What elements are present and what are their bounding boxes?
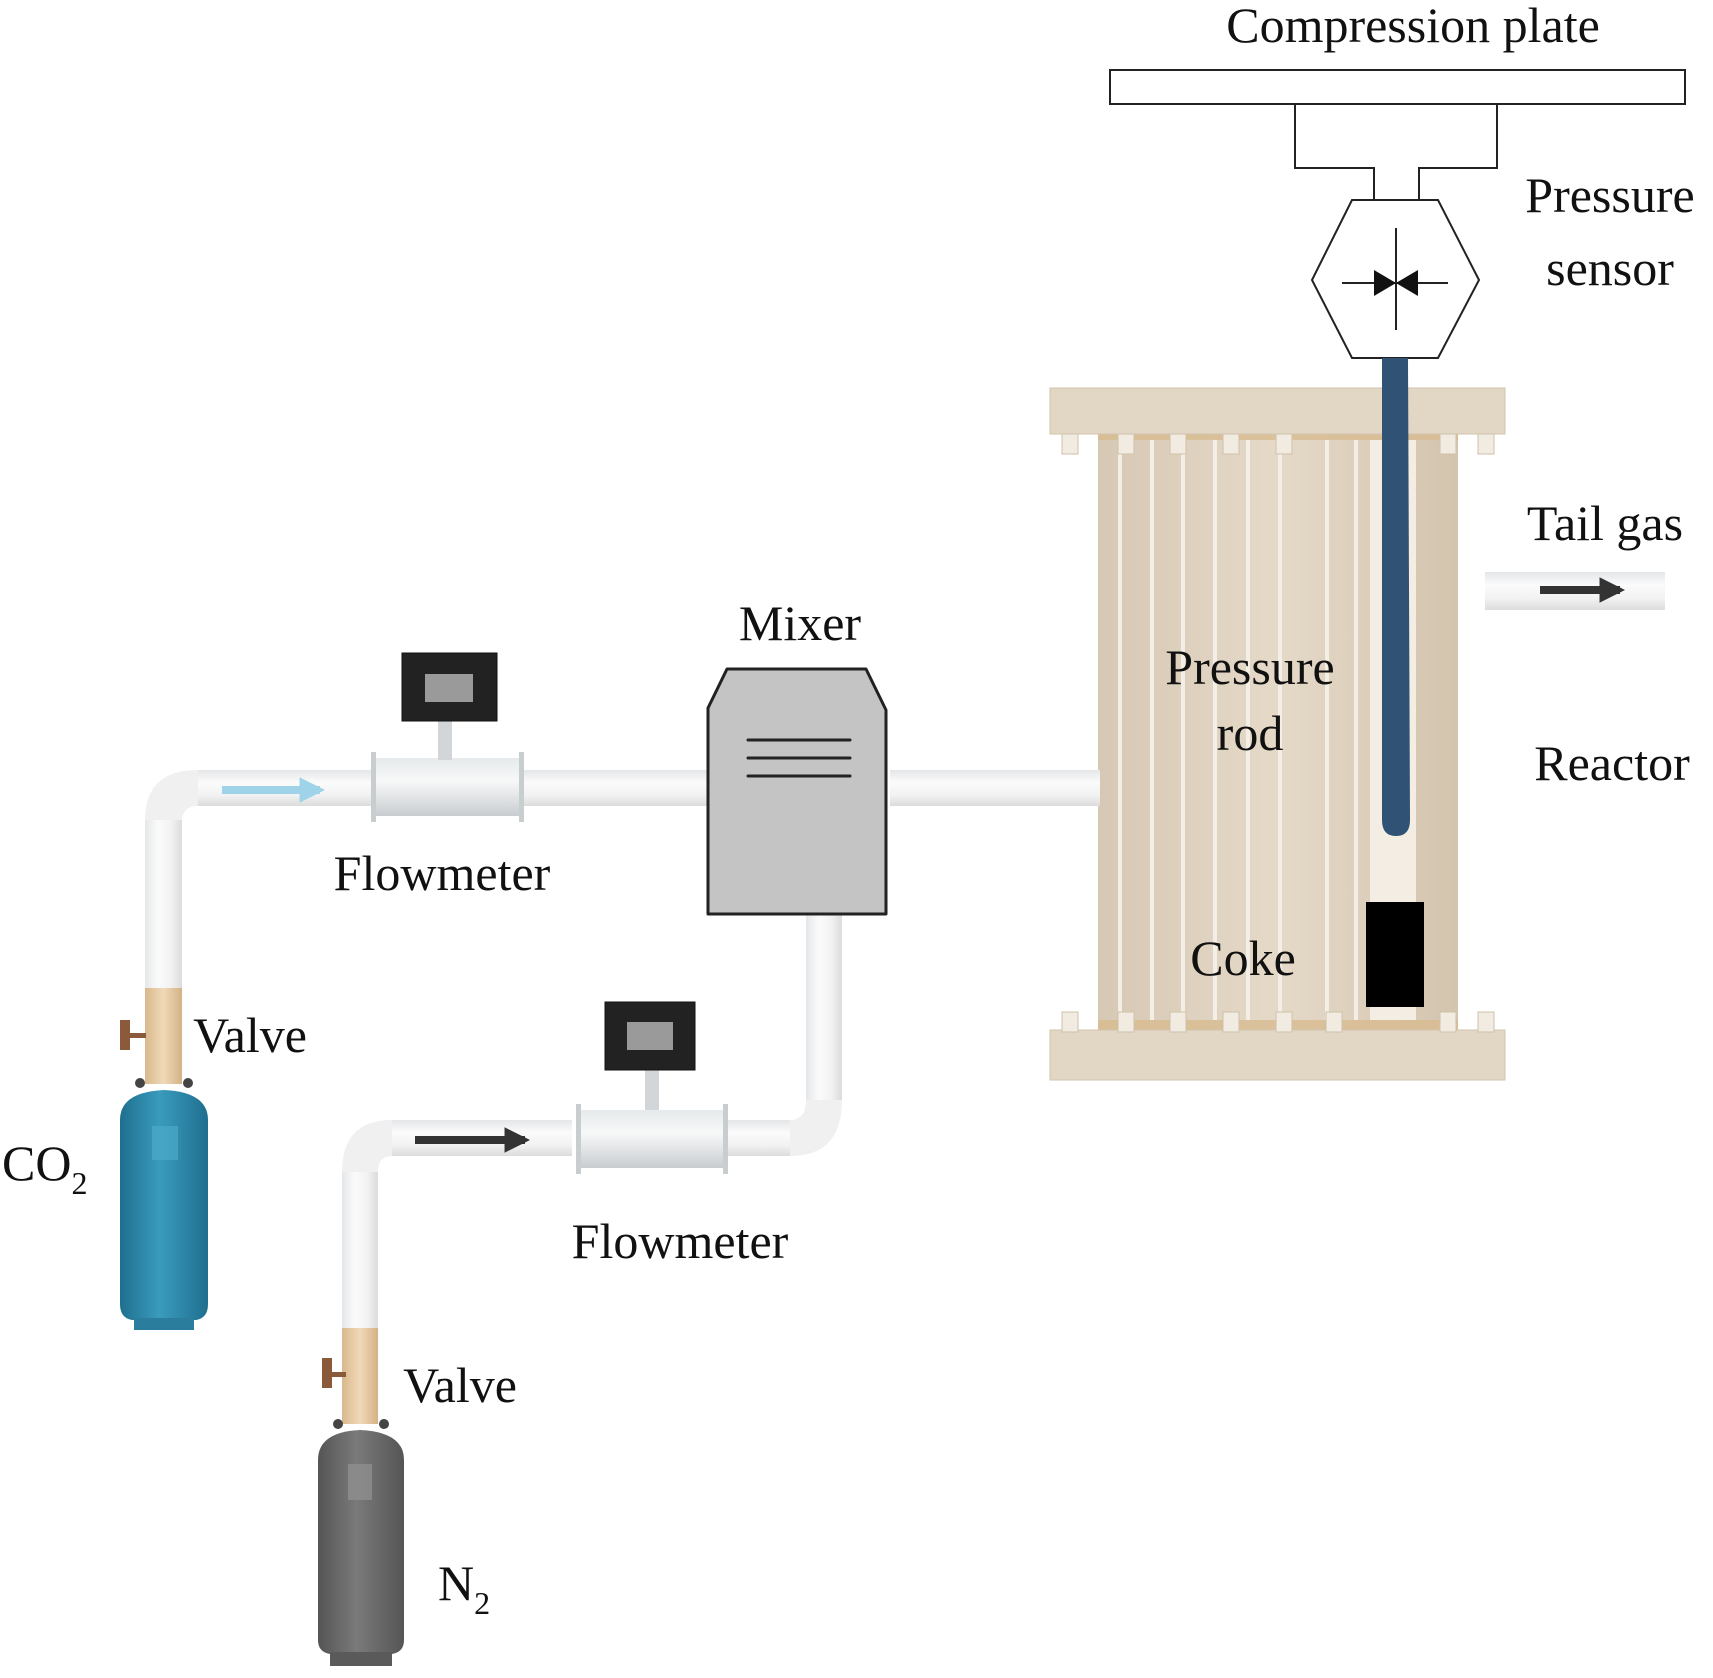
n2-cylinder	[318, 1328, 404, 1666]
flowmeter-top	[371, 652, 524, 822]
n2-valve-label: Valve	[403, 1357, 517, 1413]
pressure-sensor	[1310, 199, 1481, 359]
co2-valve-label: Valve	[193, 1007, 307, 1063]
co2-label-subscript: 2	[71, 1165, 87, 1201]
pipe-flowmeter-to-mixer	[520, 770, 710, 806]
pressure-sensor-label-line2: sensor	[1546, 240, 1674, 296]
mixer-label: Mixer	[739, 595, 862, 651]
coke-sample	[1366, 902, 1424, 1007]
pressure-rod	[1382, 358, 1410, 836]
compression-plate	[1109, 69, 1686, 200]
mixer	[706, 667, 888, 916]
pipe-co2-line	[145, 770, 378, 990]
co2-cylinder	[120, 988, 208, 1330]
pipe-mixer-to-reactor	[890, 770, 1100, 806]
flowmeter-bottom	[576, 1001, 728, 1174]
flowmeter-bottom-label: Flowmeter	[572, 1213, 789, 1269]
n2-label: N2	[438, 1555, 490, 1621]
reactor-bolts	[1061, 433, 1495, 1033]
co2-label-main: CO	[2, 1135, 71, 1191]
reactor-label: Reactor	[1534, 735, 1690, 791]
tail-gas-pipe	[1485, 572, 1665, 610]
pipe-n2-line	[342, 915, 842, 1330]
co2-label: CO2	[2, 1135, 87, 1201]
co2-valve-handle-icon	[120, 1020, 146, 1050]
mixer-vent-icon	[746, 738, 852, 778]
pressure-rod-label-line1: Pressure	[1165, 639, 1334, 695]
flowmeter-top-label: Flowmeter	[334, 845, 551, 901]
n2-valve-handle-icon	[322, 1358, 346, 1388]
pressure-rod-label-line2: rod	[1217, 705, 1284, 761]
compression-plate-label: Compression plate	[1226, 0, 1600, 53]
pressure-sensor-symbol-icon	[1374, 270, 1418, 296]
n2-label-main: N	[438, 1555, 474, 1611]
pressure-sensor-label-line1: Pressure	[1525, 167, 1694, 223]
n2-label-subscript: 2	[474, 1585, 490, 1621]
tail-gas-label: Tail gas	[1527, 495, 1683, 551]
coke-label: Coke	[1190, 930, 1296, 986]
